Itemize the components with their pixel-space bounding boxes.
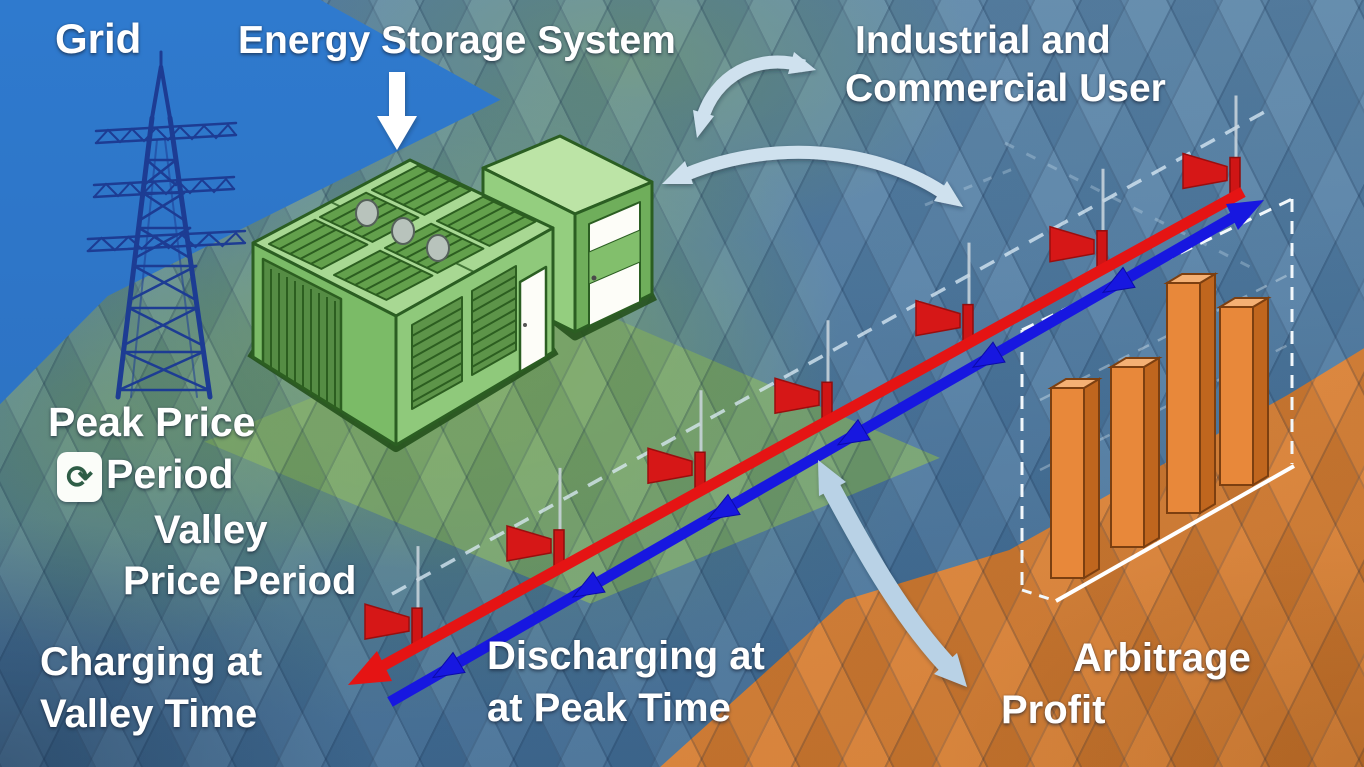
profit-bar [1107, 356, 1163, 549]
arbitrage-label-line2: Profit [1001, 688, 1105, 732]
ess-label-text: Energy Storage System [238, 19, 676, 62]
user-label-text2: Commercial User [845, 67, 1166, 110]
charging-text1: Charging at [40, 640, 263, 684]
peak-price-flag-icon [1049, 168, 1108, 270]
peak-price-line [365, 187, 1246, 679]
arbitrage-label-line1: Arbitrage [1073, 636, 1251, 680]
charging-label-line2: Valley Time [40, 692, 257, 736]
peak-price-text1: Peak Price [48, 399, 256, 445]
arbitrage-text2: Profit [1001, 688, 1106, 732]
peak-line-arrowhead [348, 651, 392, 685]
valley-arrowhead-icon [706, 493, 741, 521]
valley-arrowhead-icon [1101, 266, 1136, 294]
energy-storage-unit [247, 134, 658, 452]
peak-price-flag-icon [647, 390, 706, 491]
user-label-text1: Industrial and [855, 19, 1111, 62]
peak-flags-group [364, 95, 1241, 647]
user-label-line2: Commercial User [845, 67, 1166, 111]
discharging-text2: at Peak Time [487, 686, 731, 730]
ess-line-arrow-icon [662, 145, 963, 207]
discharge-profit-arrow-icon [818, 460, 967, 687]
valley-arrowhead-icon [431, 651, 466, 679]
valley-price-text1: Valley [154, 508, 268, 552]
cabinet-door [588, 201, 641, 327]
tile-highlight-dashes [924, 141, 1261, 274]
charging-text2: Valley Time [40, 692, 258, 736]
ess-label: Energy Storage System [238, 19, 676, 63]
peak-price-text2: Period [106, 451, 234, 497]
peak-price-label-line1: Peak Price [48, 399, 256, 445]
charging-label-line1: Charging at [40, 640, 262, 684]
peak-price-flag-icon [506, 467, 565, 569]
grid-label: Grid [55, 15, 142, 62]
valley-arrowhead-icon [971, 341, 1006, 368]
valley-arrowhead-icon [571, 571, 606, 598]
valley-arrowheads-group [431, 266, 1136, 679]
transmission-tower-icon [86, 50, 247, 400]
peak-price-flag-icon [774, 320, 833, 422]
valley-price-text2: Price Period [123, 559, 357, 603]
connector-arrows [377, 52, 967, 687]
profit-bar [1163, 272, 1219, 515]
ess-user-arrow-icon [693, 52, 816, 138]
discharging-label-line2: at Peak Time [487, 686, 731, 730]
cycle-icon: ⟳ [57, 452, 102, 502]
peak-price-flag-icon [915, 242, 974, 344]
profit-bar [1216, 296, 1272, 487]
peak-price-flag-icon [364, 546, 423, 647]
ess-pointer-down-arrow-icon [377, 72, 417, 150]
profit-bars-group [1047, 272, 1272, 580]
peak-price-flag-icon [1182, 95, 1241, 197]
valley-arrowhead-icon [836, 418, 871, 446]
valley-price-label-line2: Price Period [123, 559, 356, 603]
cycle-icon-glyph: ⟳ [66, 459, 93, 495]
discharging-text1: Discharging at [487, 634, 765, 678]
container-door [518, 265, 548, 374]
grid-label-text: Grid [55, 15, 142, 62]
user-label-line1: Industrial and [855, 19, 1111, 63]
discharging-label-line1: Discharging at [487, 634, 765, 678]
arbitrage-text1: Arbitrage [1073, 636, 1251, 680]
valley-price-label-line1: Valley [154, 508, 267, 552]
profit-bar [1047, 377, 1103, 580]
valley-line-arrowhead [1226, 200, 1264, 230]
peak-price-label-line2: Period [106, 451, 234, 497]
